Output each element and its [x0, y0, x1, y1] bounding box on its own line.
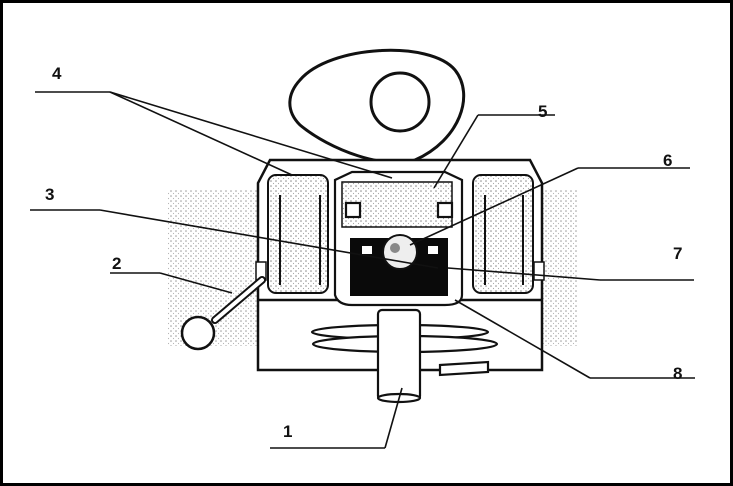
right-screw	[533, 261, 545, 281]
callout-4: 4	[52, 64, 62, 83]
left-chamber	[267, 174, 329, 294]
callout-2: 2	[112, 254, 122, 273]
cam	[288, 48, 466, 165]
callout-1: 1	[283, 422, 293, 441]
callout-6: 6	[663, 151, 673, 170]
lever	[180, 276, 266, 351]
callout-5: 5	[538, 102, 548, 121]
shaft	[310, 308, 499, 404]
callout-7: 7	[673, 244, 683, 263]
callout-3: 3	[45, 185, 55, 204]
leader-lines	[30, 91, 695, 449]
right-chamber	[472, 174, 534, 294]
callout-8: 8	[673, 364, 683, 383]
